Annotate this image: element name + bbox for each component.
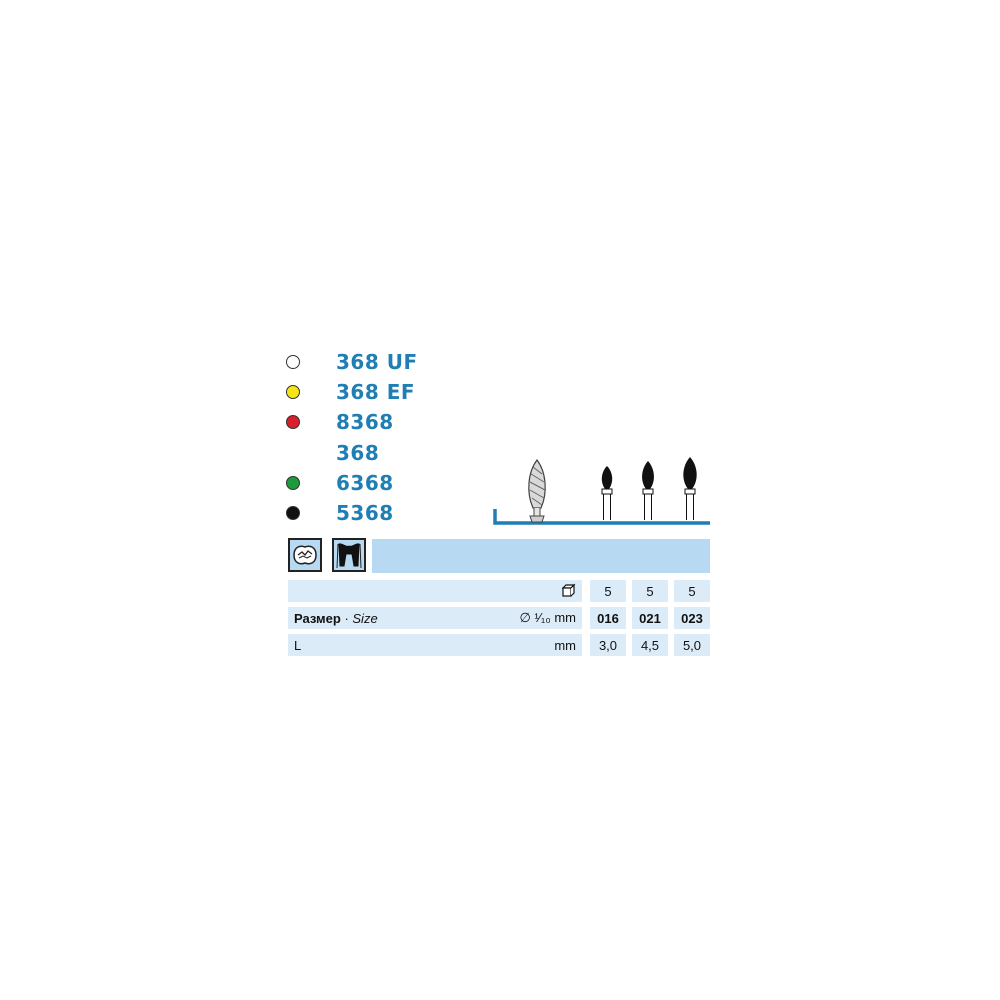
variant-code: 368 UF	[336, 350, 418, 374]
variant-code: 5368	[336, 501, 394, 525]
variant-code: 368	[336, 441, 380, 465]
pack-value: 5	[632, 580, 668, 602]
length-value: 4,5	[632, 634, 668, 656]
size-value: 021	[632, 607, 668, 629]
size-label: Размер	[294, 610, 341, 626]
variant-code: 8368	[336, 410, 394, 434]
size-unit: ∅ ¹⁄₁₀ mm	[519, 610, 577, 625]
size-label-en: Size	[352, 610, 378, 626]
bur-detail-icon	[528, 458, 546, 523]
length-value: 3,0	[590, 634, 626, 656]
pack-value: 5	[674, 580, 710, 602]
length-row-label: L mm	[288, 634, 582, 656]
variant-item: 5368	[286, 500, 393, 526]
bur-size-023-icon	[683, 457, 697, 520]
variant-item: 8368	[286, 409, 393, 435]
length-unit: mm	[554, 637, 576, 653]
bur-size-016-icon	[601, 466, 613, 520]
variant-code: 6368	[336, 471, 394, 495]
size-separator: ·	[340, 610, 353, 626]
variant-code: 368 EF	[336, 380, 416, 404]
size-value: 016	[590, 607, 626, 629]
color-dot-icon	[286, 385, 300, 399]
bur-illustration	[493, 457, 710, 525]
length-label: L	[294, 637, 302, 653]
application-band	[372, 539, 710, 573]
baseline-bracket	[493, 509, 710, 525]
size-row-label: Размер · Size ∅ ¹⁄₁₀ mm	[288, 607, 582, 629]
pack-value: 5	[590, 580, 626, 602]
variant-item: 368 EF	[286, 379, 415, 405]
package-icon	[560, 582, 576, 601]
bur-size-021-icon	[642, 461, 654, 520]
color-dot-icon	[286, 446, 300, 460]
variant-item: 368	[286, 440, 379, 466]
length-value: 5,0	[674, 634, 710, 656]
color-dot-icon	[286, 355, 300, 369]
tooth-crown-icon	[332, 538, 366, 572]
color-dot-icon	[286, 506, 300, 520]
variant-item: 6368	[286, 470, 393, 496]
pack-row-label	[288, 580, 582, 602]
color-dot-icon	[286, 415, 300, 429]
color-dot-icon	[286, 476, 300, 490]
tooth-occlusal-icon	[288, 538, 322, 572]
size-value: 023	[674, 607, 710, 629]
variant-item: 368 UF	[286, 349, 417, 375]
